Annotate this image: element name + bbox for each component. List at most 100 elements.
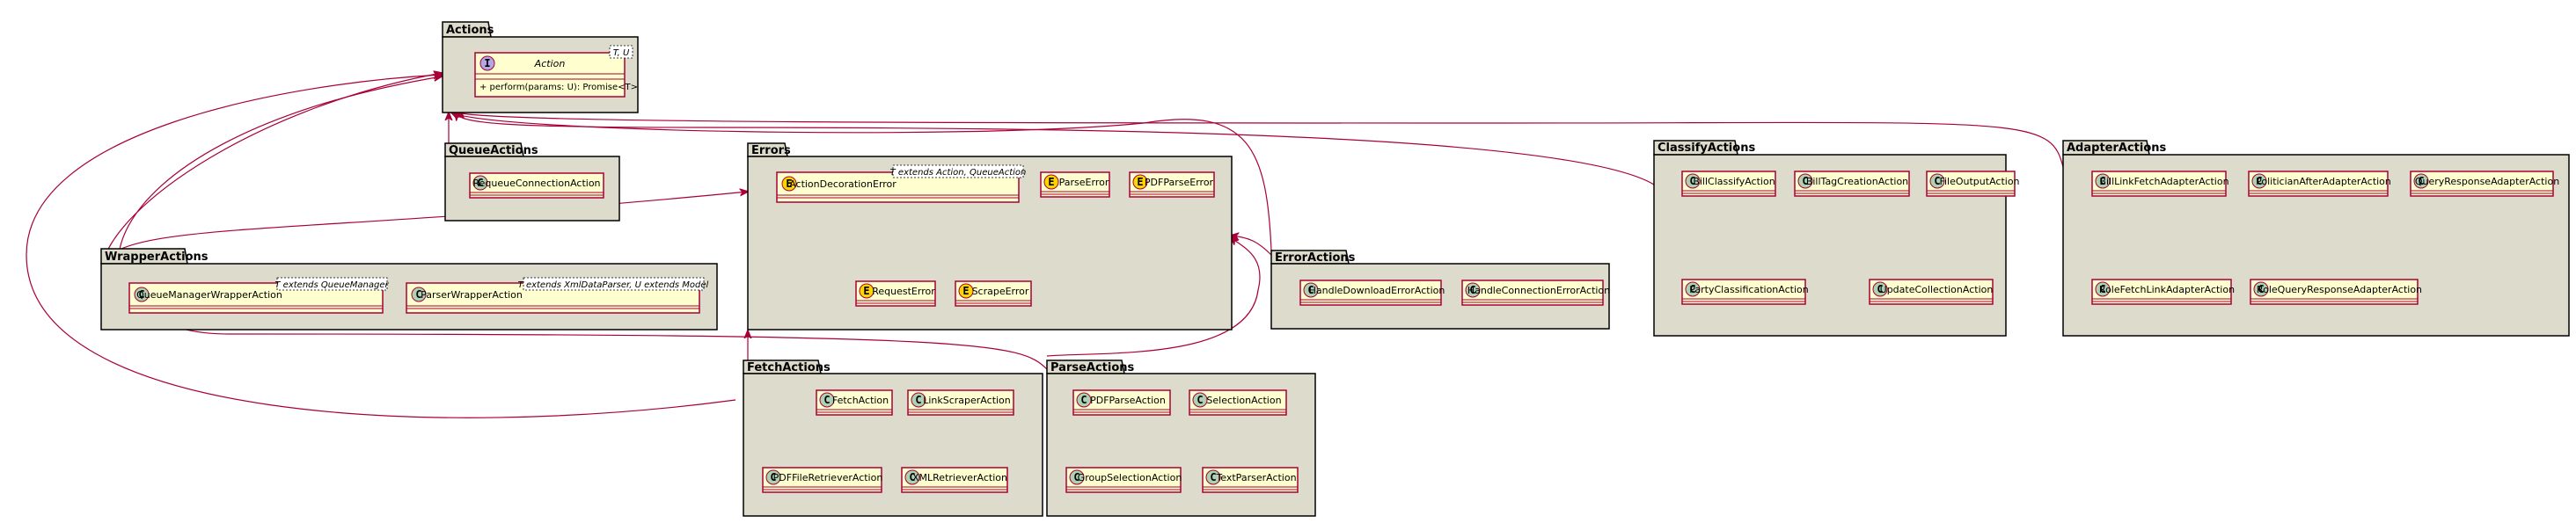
package-actions-title: Actions xyxy=(446,24,494,37)
class-scrape-error[interactable]: E ScrapeError xyxy=(955,280,1032,307)
class-text-parser-action[interactable]: C TextParserAction xyxy=(1202,467,1299,493)
class-stereotype: C xyxy=(2099,283,2105,295)
class-stereotype: C xyxy=(823,394,830,406)
class-pdf-parse-action[interactable]: C PDFParseAction xyxy=(1072,389,1171,416)
class-stereotype: C xyxy=(2258,283,2264,295)
class-link-scraper-action[interactable]: C LinkScraperAction xyxy=(907,389,1014,416)
class-stereotype: C xyxy=(2256,175,2262,187)
class-stereotype: E xyxy=(1137,176,1143,188)
class-selection-action[interactable]: C SelectionAction xyxy=(1189,389,1287,416)
class-role-query-response-adapter-action[interactable]: C RoleQueryResponseAdapterAction xyxy=(2250,279,2422,305)
class-icon xyxy=(1303,282,1319,298)
class-stereotype: C xyxy=(477,177,483,189)
class-politician-after-adapter-action[interactable]: C PoliticianAfterAdapterAction xyxy=(2248,171,2391,197)
class-query-response-adapter-action[interactable]: C QueryResponseAdapterAction xyxy=(2410,171,2559,197)
class-queue-manager-wrapper-action[interactable]: C QueueManagerWrapperAction T extends Qu… xyxy=(128,277,389,314)
class-stereotype: C xyxy=(1073,471,1079,483)
class-icon xyxy=(2253,281,2269,297)
edge-fetch-to-actions xyxy=(26,75,736,418)
error-icon xyxy=(859,283,875,299)
class-name: TextParserAction xyxy=(1215,472,1296,483)
class-icon xyxy=(819,392,835,408)
class-handle-download-error-action[interactable]: C HandleDownloadErrorAction xyxy=(1299,280,1445,306)
class-bill-classify-action[interactable]: C BillClassifyAction xyxy=(1681,171,1776,197)
class-bill-tag-creation-action[interactable]: C BillTagCreationAction xyxy=(1794,171,1910,197)
edge-classify-to-actions xyxy=(455,113,1655,185)
interface-generic: T, U xyxy=(613,48,630,58)
class-name: ParserWrapperAction xyxy=(421,289,523,301)
class-stereotype: C xyxy=(1197,394,1203,406)
class-handle-connection-error-action[interactable]: C HandleConnectionErrorAction xyxy=(1461,280,1610,306)
class-update-collection-action[interactable]: C UpdateCollectionAction xyxy=(1869,279,1994,305)
class-fetch-action[interactable]: C FetchAction xyxy=(816,389,893,416)
class-xml-retriever-action[interactable]: C XMLRetrieverAction xyxy=(901,467,1008,493)
class-action-decoration-error[interactable]: E ActionDecorationError T extends Action… xyxy=(776,164,1026,203)
package-classify-actions: ClassifyActions C BillClassifyAction C B… xyxy=(1653,140,2020,337)
class-generic: T extends XmlDataParser, U extends Model xyxy=(518,280,709,290)
class-party-classification-action[interactable]: C PartyClassificationAction xyxy=(1681,279,1809,305)
class-name: QueueManagerWrapperAction xyxy=(136,289,282,301)
class-name: PDFFileRetrieverAction xyxy=(773,472,883,483)
class-icon xyxy=(1929,173,1945,189)
class-stereotype: E xyxy=(962,285,969,297)
class-stereotype: C xyxy=(1877,283,1883,295)
class-name: FileOutputAction xyxy=(1939,176,2019,187)
class-icon xyxy=(1069,469,1085,485)
class-pdf-parse-error[interactable]: E PDFParseError xyxy=(1129,171,1215,198)
interface-action[interactable]: I Action T, U + perform(params: U): Prom… xyxy=(474,45,638,98)
package-adapter-actions-title: AdapterActions xyxy=(2067,142,2167,155)
class-stereotype: C xyxy=(1934,175,1940,187)
class-icon xyxy=(472,175,488,191)
class-icon xyxy=(1797,173,1813,189)
class-icon xyxy=(1685,281,1701,297)
edge-adapter-to-actions xyxy=(457,113,2064,168)
class-name: QueryResponseAdapterAction xyxy=(2415,176,2559,187)
class-stereotype: C xyxy=(2099,175,2105,187)
interface-stereotype-letter: I xyxy=(484,57,490,69)
class-parse-error[interactable]: E ParseError xyxy=(1040,171,1110,198)
class-name: RoleQueryResponseAdapterAction xyxy=(2257,284,2422,295)
class-pdf-file-retriever-action[interactable]: C PDFFileRetrieverAction xyxy=(762,467,883,493)
class-stereotype: C xyxy=(1689,283,1695,295)
class-name: HandleConnectionErrorAction xyxy=(1467,285,1610,296)
class-icon xyxy=(1192,392,1208,408)
edge-wrapper-to-actions xyxy=(100,73,442,269)
class-name: BillTagCreationAction xyxy=(1806,176,1908,187)
class-name: FetchAction xyxy=(832,395,889,406)
class-stereotype: C xyxy=(1469,284,1475,296)
class-name: RequeueConnectionAction xyxy=(472,178,600,189)
class-parser-wrapper-action[interactable]: C ParserWrapperAction T extends XmlDataP… xyxy=(406,277,709,314)
class-name: HandleDownloadErrorAction xyxy=(1309,285,1445,296)
package-actions: Actions I Action T, U + perform(params: … xyxy=(442,21,639,113)
package-classify-actions-title: ClassifyActions xyxy=(1658,142,1755,155)
class-request-error[interactable]: E RequestError xyxy=(855,280,936,307)
class-group-selection-action[interactable]: C GroupSelectionAction xyxy=(1065,467,1182,493)
class-role-fetch-link-adapter-action[interactable]: C RoleFetchLinkAdapterAction xyxy=(2091,279,2235,305)
class-file-output-action[interactable]: C FileOutputAction xyxy=(1926,171,2020,197)
class-generic: T extends QueueManager xyxy=(274,280,389,290)
class-name: UpdateCollectionAction xyxy=(1880,284,1994,295)
edge-parse-to-actions xyxy=(117,76,1048,370)
class-name: ParseError xyxy=(1059,177,1109,188)
class-stereotype: E xyxy=(1048,176,1054,188)
class-stereotype: C xyxy=(1080,394,1087,406)
class-icon xyxy=(1685,173,1701,189)
class-requeue-connection-action[interactable]: C RequeueConnectionAction xyxy=(469,172,604,199)
class-name: PDFParseError xyxy=(1145,177,1214,188)
error-icon xyxy=(1132,174,1148,190)
class-name: PartyClassificationAction xyxy=(1689,284,1808,295)
error-icon xyxy=(781,176,797,192)
class-name: BillClassifyAction xyxy=(1693,176,1775,187)
class-icon xyxy=(1465,282,1481,298)
package-adapter-actions: AdapterActions C BillLinkFetchAdapterAct… xyxy=(2062,140,2570,337)
package-fetch-actions: FetchActions C FetchAction C LinkScraper… xyxy=(743,360,1043,517)
class-icon xyxy=(2095,173,2111,189)
class-icon xyxy=(1076,392,1092,408)
class-stereotype: C xyxy=(2418,175,2424,187)
class-name: ScrapeError xyxy=(972,286,1029,297)
package-fetch-actions-title: FetchActions xyxy=(747,361,831,374)
class-name: RoleFetchLinkAdapterAction xyxy=(2099,284,2235,295)
class-bill-link-fetch-adapter-action[interactable]: C BillLinkFetchAdapterAction xyxy=(2091,171,2229,197)
class-stereotype: E xyxy=(863,285,869,297)
